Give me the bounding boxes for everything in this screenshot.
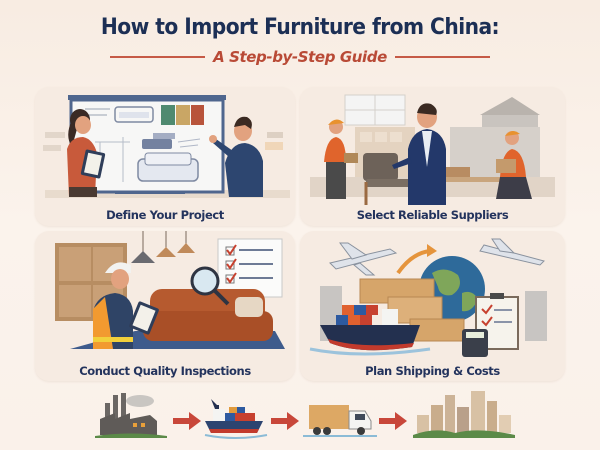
step-card-select-suppliers: Select Reliable Suppliers bbox=[300, 87, 565, 226]
factory-icon bbox=[95, 393, 167, 438]
step-card-define-project: Define Your Project bbox=[35, 87, 295, 226]
factory-supplier-meeting-icon bbox=[310, 94, 555, 205]
divider-right bbox=[394, 56, 490, 58]
step-label-quality-inspections: Conduct Quality Inspections bbox=[79, 364, 251, 378]
cargo-ship-globe-planes-icon bbox=[309, 238, 547, 357]
step-label-select-suppliers: Select Reliable Suppliers bbox=[356, 208, 509, 222]
step-label-plan-shipping: Plan Shipping & Costs bbox=[365, 364, 500, 378]
arrow-right-icon bbox=[379, 412, 407, 430]
page-title: How to Import Furniture from China: bbox=[100, 15, 500, 40]
step-card-plan-shipping: Plan Shipping & Costs bbox=[300, 231, 565, 381]
cargo-ship-icon bbox=[204, 399, 268, 439]
city-skyline-icon bbox=[413, 391, 515, 438]
team-planning-whiteboard-icon bbox=[43, 95, 290, 198]
delivery-truck-icon bbox=[303, 405, 377, 437]
step-card-quality-inspections: Conduct Quality Inspections bbox=[35, 231, 295, 381]
page-subtitle: A Step-by-Step Guide bbox=[213, 48, 387, 66]
arrow-right-icon bbox=[173, 412, 201, 430]
step-label-define-project: Define Your Project bbox=[106, 208, 224, 222]
arrow-right-icon bbox=[271, 412, 299, 430]
supply-chain-flow bbox=[95, 391, 515, 439]
inspector-sofa-checklist-icon bbox=[55, 231, 285, 349]
divider-left bbox=[110, 56, 206, 58]
subtitle-row: A Step-by-Step Guide bbox=[110, 47, 490, 67]
